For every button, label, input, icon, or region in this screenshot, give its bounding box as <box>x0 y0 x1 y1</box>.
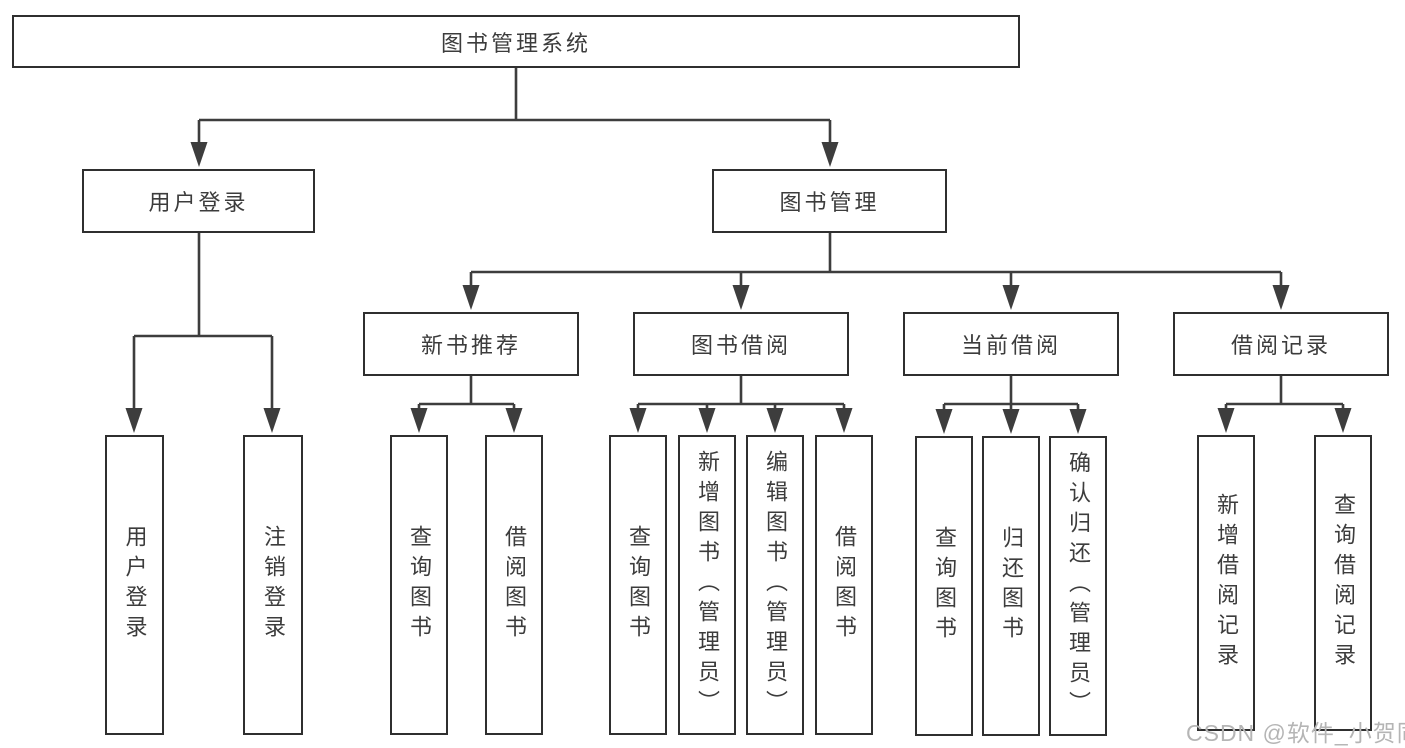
leaf-query-books-borrow: 查询图书 <box>609 435 667 735</box>
arrow-down-icon <box>190 142 208 167</box>
node-book-management: 图书管理 <box>712 169 947 233</box>
node-label: 查询图书 <box>626 525 651 645</box>
node-label: 新增借阅记录 <box>1214 493 1239 673</box>
arrow-down-icon <box>462 285 480 310</box>
arrow-down-icon <box>410 408 428 433</box>
node-label: 图书管理系统 <box>440 30 591 56</box>
arrow-down-icon <box>935 409 953 434</box>
branch-records <box>1217 376 1352 433</box>
leaf-add-borrow-record: 新增借阅记录 <box>1197 435 1255 731</box>
arrow-down-icon <box>1334 408 1352 433</box>
arrow-down-icon <box>766 408 784 433</box>
node-label: 用户登录 <box>148 190 249 215</box>
leaf-confirm-return-admin: 确认归还（管理员） <box>1049 436 1107 736</box>
node-label: 注销登录 <box>261 525 286 645</box>
leaf-return-book: 归还图书 <box>982 436 1040 736</box>
node-label: 借阅图书 <box>832 525 857 645</box>
watermark: CSDN @软件_小贺同学 <box>1186 720 1405 746</box>
branch-login <box>125 233 281 433</box>
node-current-borrow: 当前借阅 <box>903 312 1119 376</box>
node-label: 用户登录 <box>122 525 148 645</box>
node-label: 新书推荐 <box>420 333 521 358</box>
node-new-book-recommend: 新书推荐 <box>363 312 579 376</box>
arrow-down-icon <box>732 285 750 310</box>
arrow-down-icon <box>125 408 143 433</box>
node-label: 查询借阅记录 <box>1331 493 1356 673</box>
arrow-down-icon <box>629 408 647 433</box>
arrow-down-icon <box>1002 285 1020 310</box>
branch-root <box>190 68 839 167</box>
node-borrow-records: 借阅记录 <box>1173 312 1389 376</box>
node-book-borrow: 图书借阅 <box>633 312 849 376</box>
leaf-borrow-books-recommend: 借阅图书 <box>485 435 543 735</box>
branch-borrow <box>629 376 853 433</box>
node-label: 编辑图书（管理员） <box>763 450 788 720</box>
arrow-down-icon <box>698 408 716 433</box>
node-label: 借阅记录 <box>1230 333 1331 358</box>
node-label: 确认归还（管理员） <box>1066 451 1091 721</box>
arrow-down-icon <box>835 408 853 433</box>
node-label: 借阅图书 <box>502 525 527 645</box>
arrow-down-icon <box>263 408 281 433</box>
node-label: 查询图书 <box>407 525 432 645</box>
arrow-down-icon <box>1069 409 1087 434</box>
leaf-edit-book-admin: 编辑图书（管理员） <box>746 435 804 735</box>
branch-recommend <box>410 376 523 433</box>
leaf-add-book-admin: 新增图书（管理员） <box>678 435 736 735</box>
arrow-down-icon <box>505 408 523 433</box>
node-label: 归还图书 <box>999 526 1024 646</box>
branch-management <box>462 233 1290 310</box>
leaf-query-books-recommend: 查询图书 <box>390 435 448 735</box>
leaf-query-books-current: 查询图书 <box>915 436 973 736</box>
node-label: 图书管理 <box>779 190 880 215</box>
node-label: 图书借阅 <box>690 333 791 358</box>
arrow-down-icon <box>1272 285 1290 310</box>
node-label: 查询图书 <box>932 526 957 646</box>
leaf-user-login: 用户登录 <box>105 435 164 735</box>
node-root: 图书管理系统 <box>12 15 1020 68</box>
node-user-login: 用户登录 <box>82 169 315 233</box>
node-label: 新增图书（管理员） <box>695 450 720 720</box>
leaf-logout: 注销登录 <box>243 435 303 735</box>
arrow-down-icon <box>1002 409 1020 434</box>
arrow-down-icon <box>821 142 839 167</box>
leaf-borrow-books: 借阅图书 <box>815 435 873 735</box>
arrow-down-icon <box>1217 408 1235 433</box>
leaf-query-borrow-record: 查询借阅记录 <box>1314 435 1372 731</box>
node-label: 当前借阅 <box>960 333 1061 358</box>
branch-current <box>935 376 1087 434</box>
